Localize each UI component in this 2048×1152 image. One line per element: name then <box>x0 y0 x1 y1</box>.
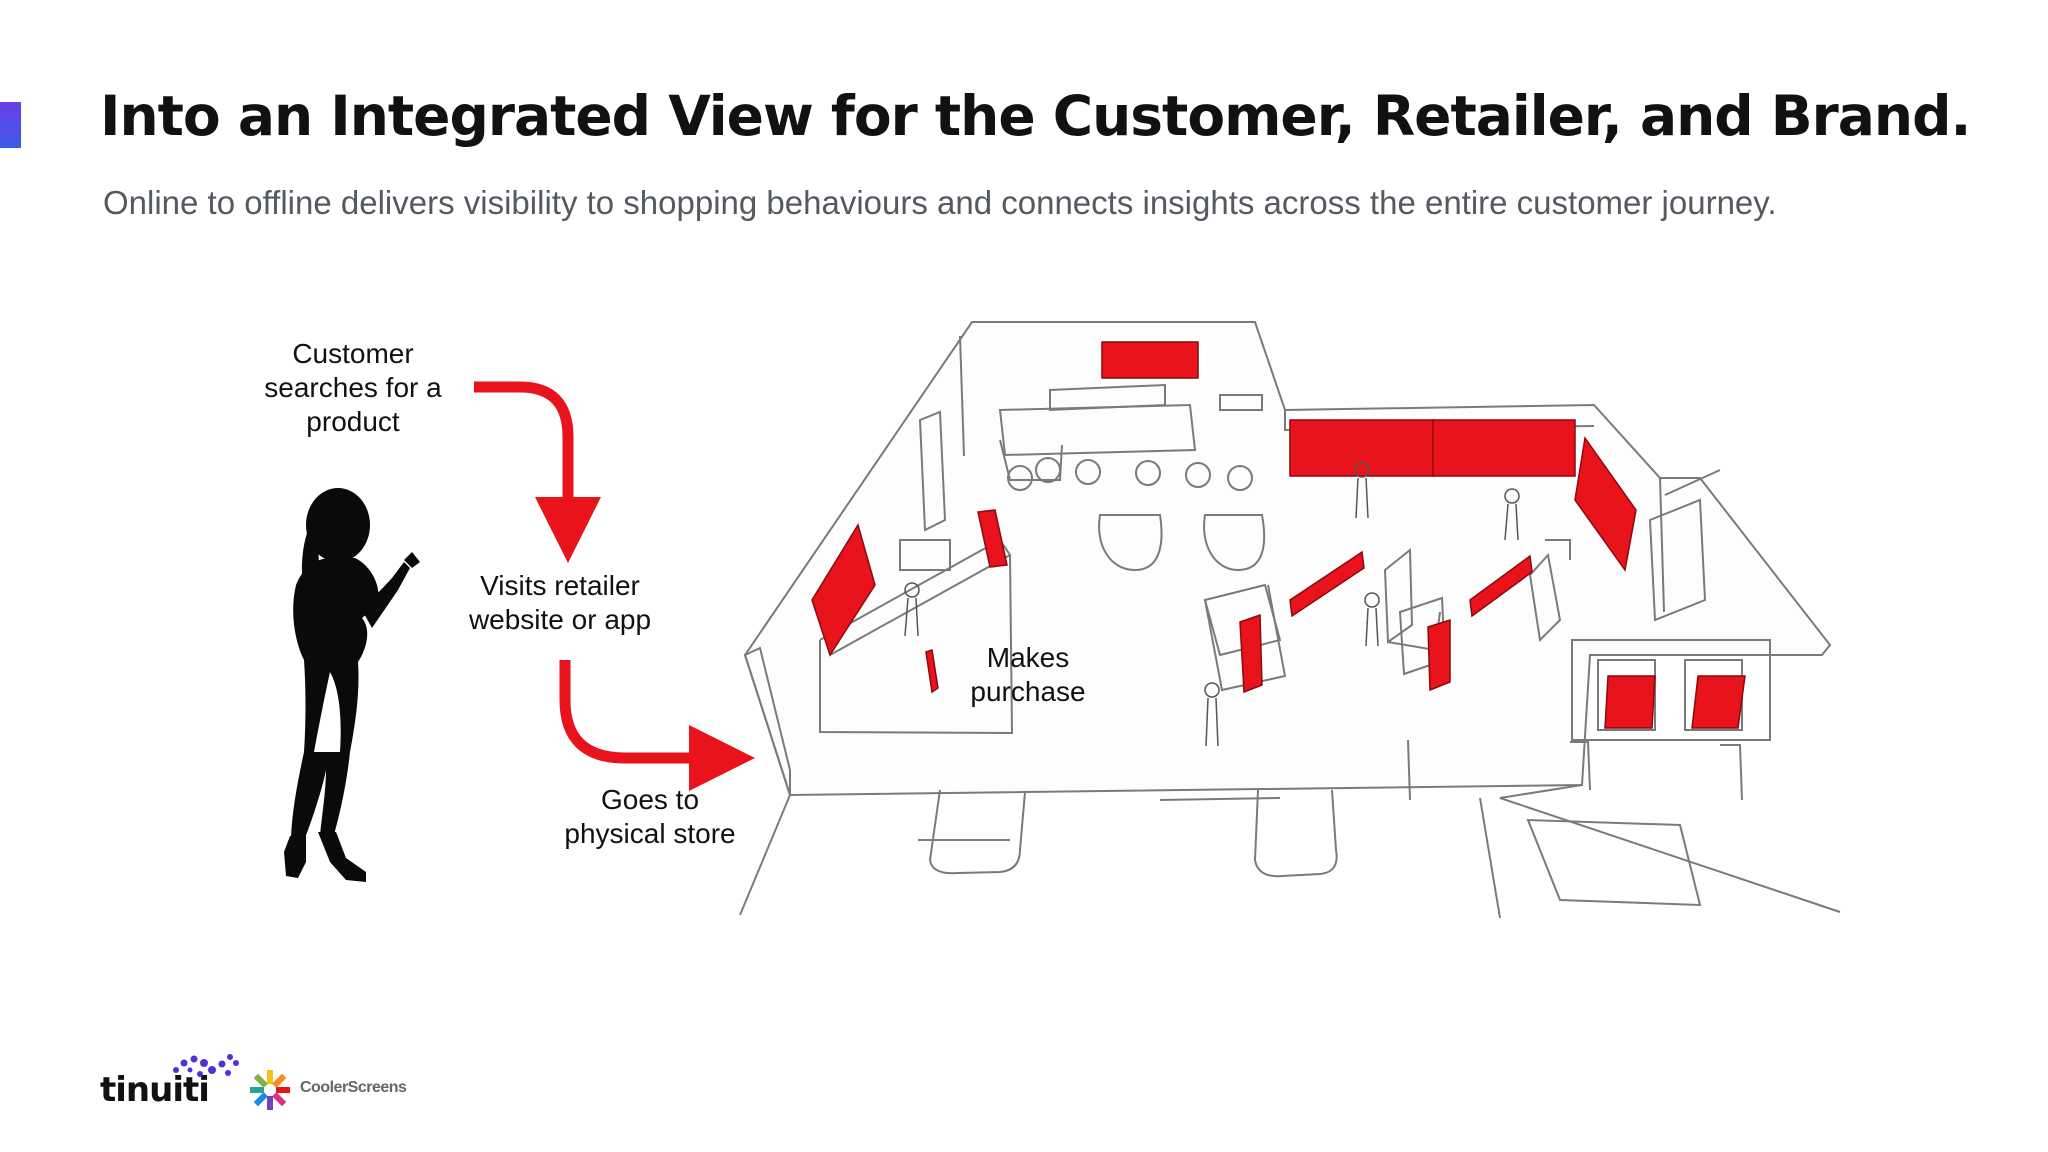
shopper-figure-icon <box>904 462 1520 747</box>
step-label-purchase: Makes purchase <box>970 642 1086 707</box>
woman-silhouette-icon <box>284 488 420 882</box>
curved-arrow-icon <box>474 381 601 563</box>
cooler-screens-logo: CoolerScreens <box>300 1079 407 1096</box>
accent-bar <box>0 102 21 148</box>
digital-screen-panels <box>811 341 1746 729</box>
step-label-physical-store: Goes to physical store <box>564 784 736 849</box>
tinuiti-logo-icon <box>173 1054 239 1077</box>
step-label-search: Customer searches for a product <box>264 338 442 437</box>
cooler-screens-logo-icon <box>250 1070 290 1110</box>
tinuiti-logo: tinuiti <box>100 1070 210 1110</box>
curved-arrow-icon <box>559 660 755 791</box>
page-subtitle: Online to offline delivers visibility to… <box>103 184 1777 221</box>
page-title: Into an Integrated View for the Customer… <box>100 84 1971 148</box>
store-floorplan-illustration <box>739 321 1841 919</box>
step-label-visit-website: Visits retailer website or app <box>468 570 652 635</box>
